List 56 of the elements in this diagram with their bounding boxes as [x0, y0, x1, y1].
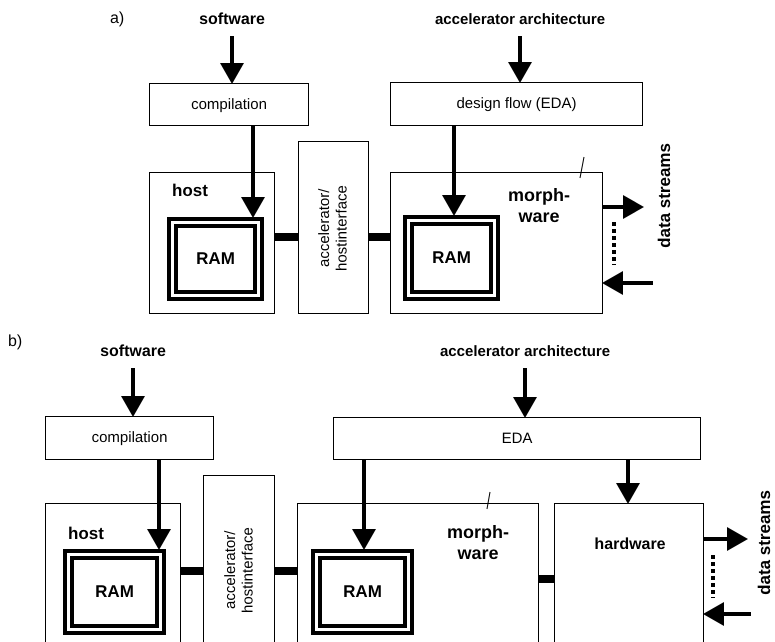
box-text: accelerator/ hostinterface — [316, 184, 351, 272]
arrow — [513, 368, 537, 418]
panel-label: b) — [8, 333, 22, 351]
box-text: hardware — [593, 536, 667, 554]
box-text: compilation — [191, 96, 267, 114]
input-label: software — [180, 8, 284, 32]
input-label: accelerator architecture — [420, 8, 620, 32]
box-text: host — [172, 181, 209, 201]
box-text: morph- ware — [446, 522, 510, 564]
connector-bar — [369, 233, 390, 241]
system-box — [45, 503, 181, 642]
box-text: RAM — [95, 582, 134, 602]
arrow — [703, 602, 751, 626]
system-box — [390, 172, 603, 314]
connector-bar — [181, 567, 203, 575]
input-label: software — [80, 340, 186, 364]
process-box — [45, 416, 214, 460]
memory-box — [403, 215, 500, 301]
connector-bar — [275, 567, 297, 575]
arrow — [508, 36, 532, 83]
box-text: morph- ware — [507, 185, 571, 226]
memory-box — [311, 549, 414, 635]
memory-box — [63, 549, 166, 635]
arrow — [602, 271, 653, 295]
arrow — [241, 126, 265, 218]
box-text: design flow (EDA) — [456, 95, 577, 113]
process-box — [149, 83, 309, 126]
arrow — [616, 460, 640, 504]
system-box — [149, 172, 275, 314]
stream-label: data streams — [755, 490, 775, 594]
box-text: RAM — [196, 249, 235, 269]
box-text: RAM — [432, 248, 471, 268]
input-label: accelerator architecture — [420, 340, 630, 364]
connector-bar — [275, 233, 298, 241]
box-text: EDA — [502, 430, 532, 448]
interface-box — [298, 141, 369, 314]
arrow — [121, 368, 145, 417]
stream-label: data streams — [655, 142, 675, 248]
arrow — [352, 460, 376, 550]
arrow — [147, 460, 171, 550]
panel-label: a) — [110, 10, 124, 28]
process-box — [333, 417, 701, 460]
box-text: compilation — [92, 429, 168, 447]
arrow — [704, 527, 748, 551]
arrow — [220, 36, 244, 84]
system-box — [554, 503, 704, 642]
box-text: RAM — [343, 582, 382, 602]
memory-box — [167, 217, 264, 301]
connector-bar — [539, 575, 554, 583]
system-box — [297, 503, 539, 642]
interface-box — [203, 475, 275, 642]
box-text: host — [68, 524, 105, 544]
arrow — [603, 195, 644, 219]
process-box — [390, 82, 643, 126]
arrow — [442, 126, 466, 216]
box-text: accelerator/ hostinterface — [222, 526, 256, 615]
